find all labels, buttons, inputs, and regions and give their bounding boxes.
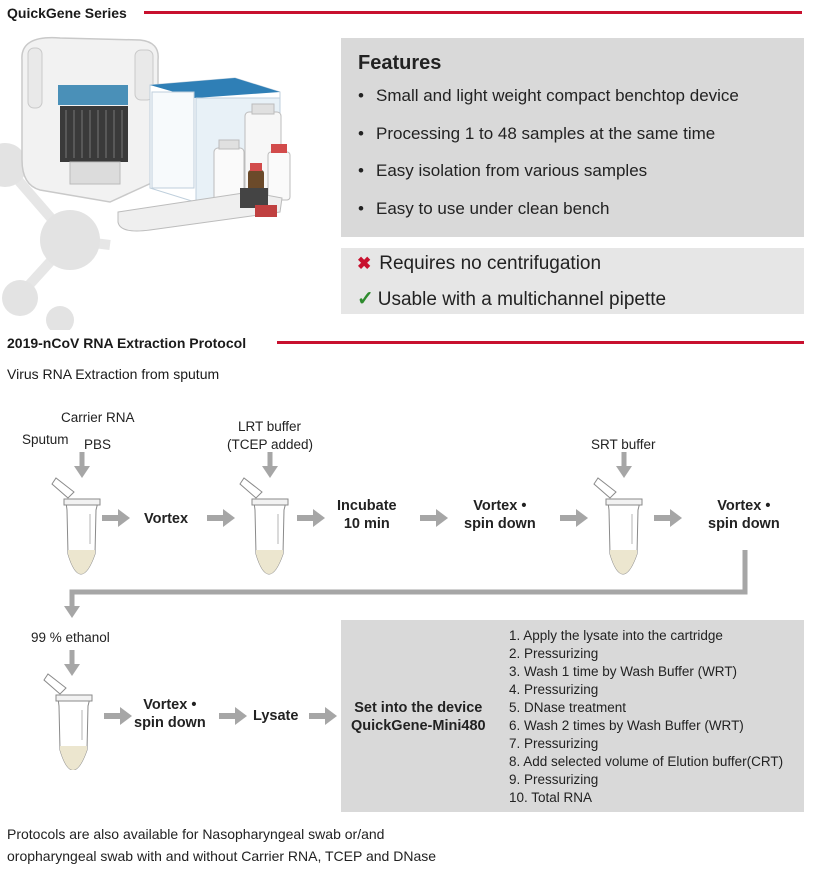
feature-item: •Easy to use under clean bench	[358, 199, 610, 218]
ethanol-label: 99 % ethanol	[31, 630, 110, 645]
protocol-title: 2019-nCoV RNA Extraction Protocol	[7, 335, 247, 351]
product-image	[0, 36, 291, 330]
carrier-rna-label: Carrier RNA	[61, 410, 135, 425]
procedure-item: 9. Pressurizing	[509, 772, 599, 787]
feature-item: •Small and light weight compact benchtop…	[358, 86, 739, 105]
procedure-item: 5. DNase treatment	[509, 700, 627, 715]
right-arrow	[309, 707, 337, 725]
procedure-item: 10. Total RNA	[509, 790, 593, 805]
down-arrow	[64, 650, 80, 676]
procedure-item: 1. Apply the lysate into the cartridge	[509, 628, 723, 643]
x-mark-icon: ✖	[357, 254, 372, 273]
lrt-buffer-label: LRT buffer	[238, 419, 302, 434]
srt-buffer-label: SRT buffer	[591, 437, 656, 452]
no-centrifugation-item: ✖Requires no centrifugation	[357, 253, 602, 274]
right-arrow	[207, 509, 235, 527]
connector-line	[69, 550, 748, 608]
features-panel: Features •Small and light weight compact…	[341, 38, 804, 237]
device-protocol-panel: Set into the device QuickGene-Mini480 1.…	[341, 620, 804, 812]
footer-note-line2: oropharyngeal swab with and without Carr…	[7, 848, 437, 864]
procedure-item: 6. Wash 2 times by Wash Buffer (WRT)	[509, 718, 744, 733]
right-arrow	[297, 509, 325, 527]
step-incubate: Incubate 10 min	[337, 498, 397, 532]
feature-item: •Processing 1 to 48 samples at the same …	[358, 124, 716, 143]
sputum-label: Sputum	[22, 432, 69, 447]
procedure-item: 2. Pressurizing	[509, 646, 599, 661]
header-divider	[144, 11, 802, 14]
tube-icon	[593, 477, 643, 575]
pbs-label: PBS	[84, 437, 112, 452]
step-vortex-spin-down: Vortex • spin down	[708, 498, 780, 532]
down-arrow	[616, 452, 632, 478]
advantages-panel: ✖Requires no centrifugation ✓Usable with…	[341, 248, 804, 314]
check-mark-icon: ✓	[357, 288, 374, 310]
step-vortex-spin-down: Vortex • spin down	[464, 498, 536, 532]
step-vortex: Vortex	[144, 511, 189, 527]
step-vortex-spin-down: Vortex • spin down	[134, 697, 206, 731]
tube-icon	[239, 477, 289, 575]
right-arrow	[219, 707, 247, 725]
step-set-into-device: Set into the device QuickGene-Mini480	[351, 700, 486, 734]
features-title: Features	[358, 52, 442, 74]
protocol-subtitle: Virus RNA Extraction from sputum	[7, 366, 220, 382]
right-arrow	[102, 509, 130, 527]
procedure-item: 4. Pressurizing	[509, 682, 599, 697]
tube-icon	[51, 477, 101, 575]
right-arrow	[420, 509, 448, 527]
multichannel-item: ✓Usable with a multichannel pipette	[357, 288, 667, 310]
connector-arrowhead	[64, 606, 80, 618]
series-title: QuickGene Series	[7, 5, 127, 21]
procedure-item: 8. Add selected volume of Elution buffer…	[509, 754, 784, 769]
right-arrow	[104, 707, 132, 725]
right-arrow	[560, 509, 588, 527]
procedure-item: 7. Pressurizing	[509, 736, 599, 751]
tube-icon	[43, 673, 93, 770]
feature-item: •Easy isolation from various samples	[358, 161, 648, 180]
down-arrow	[74, 452, 90, 478]
procedure-item: 3. Wash 1 time by Wash Buffer (WRT)	[509, 664, 738, 679]
flow-diagram	[43, 452, 748, 770]
down-arrow	[262, 452, 278, 478]
right-arrow	[654, 509, 682, 527]
protocol-divider	[277, 341, 804, 344]
footer-note-line1: Protocols are also available for Nasopha…	[7, 826, 385, 842]
tcep-added-label: (TCEP added)	[227, 437, 314, 452]
step-lysate: Lysate	[253, 708, 299, 724]
